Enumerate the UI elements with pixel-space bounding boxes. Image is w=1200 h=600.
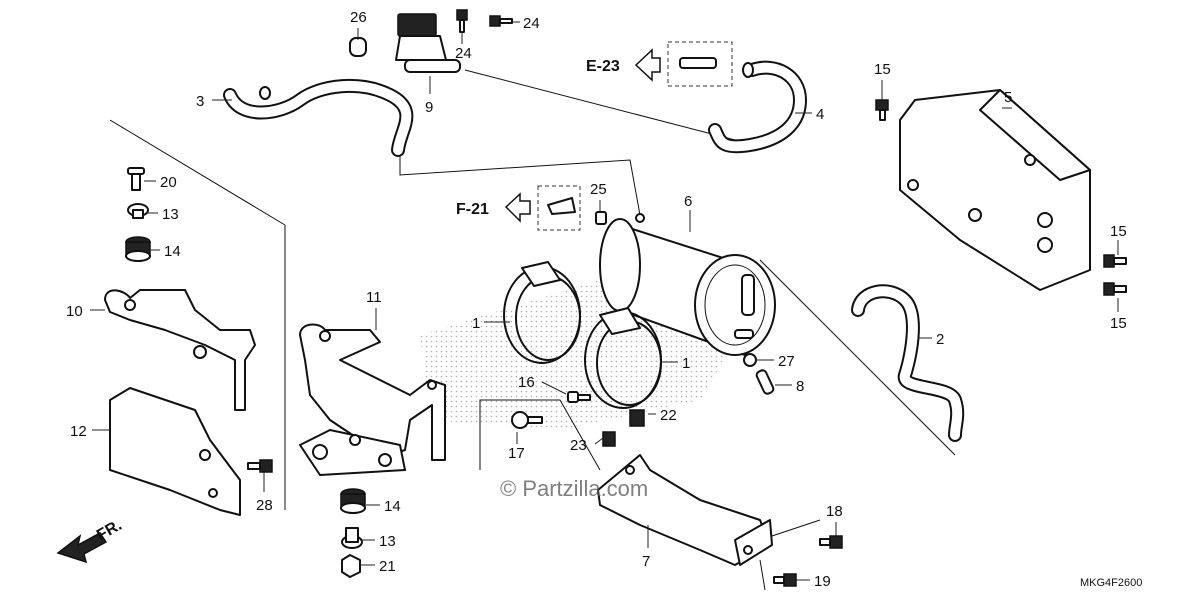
bands-1 xyxy=(503,261,662,409)
bracket-7 xyxy=(597,454,773,566)
callout-20: 20 xyxy=(160,174,177,191)
clip-25 xyxy=(595,211,607,225)
callout-13-bottom: 13 xyxy=(379,533,396,550)
callout-26: 26 xyxy=(350,9,367,26)
callout-25: 25 xyxy=(590,181,607,198)
callout-13-top: 13 xyxy=(162,206,179,223)
callout-4: 4 xyxy=(816,106,824,123)
ref-f21-label: F-21 xyxy=(456,201,489,218)
callout-8: 8 xyxy=(796,378,804,395)
bracket-10 xyxy=(104,289,256,411)
callout-1-a: 1 xyxy=(472,315,480,332)
callout-23: 23 xyxy=(570,437,587,454)
callout-10: 10 xyxy=(66,303,83,320)
callout-15-right-b: 15 xyxy=(1110,315,1127,332)
callout-labels: 26 24 24 3 9 4 15 5 20 13 14 10 12 28 11… xyxy=(66,9,1127,590)
bolts-24 xyxy=(456,9,513,33)
callout-18: 18 xyxy=(826,503,843,520)
callout-11: 11 xyxy=(366,289,382,306)
ref-f21-group xyxy=(504,185,581,231)
callout-2: 2 xyxy=(936,331,944,348)
lower-mount-plate xyxy=(299,429,406,476)
callout-5: 5 xyxy=(1004,89,1012,106)
callout-14-bottom: 14 xyxy=(384,498,401,515)
bolt-28 xyxy=(247,459,273,473)
bolts-18-19 xyxy=(773,535,843,587)
reference-lines xyxy=(109,69,956,591)
guard-12 xyxy=(109,387,241,516)
front-direction-arrow xyxy=(56,532,108,564)
callout-9: 9 xyxy=(425,99,433,116)
callout-22: 22 xyxy=(660,407,677,424)
callout-12: 12 xyxy=(70,423,87,440)
callout-6: 6 xyxy=(684,193,692,210)
hose-4 xyxy=(708,60,808,154)
watermark: © Partzilla.com xyxy=(500,476,648,501)
hose-3 xyxy=(223,78,414,157)
callout-3: 3 xyxy=(196,93,204,110)
canister-cover-5 xyxy=(899,89,1091,291)
leader-lines xyxy=(90,21,1119,581)
callout-27: 27 xyxy=(778,353,795,370)
diagram-code: MKG4F2600 xyxy=(1080,577,1142,589)
callout-7: 7 xyxy=(642,553,650,570)
callout-19: 19 xyxy=(814,573,831,590)
callout-16: 16 xyxy=(518,374,535,391)
small-fasteners-middle xyxy=(511,391,645,447)
canister-6 xyxy=(599,213,776,356)
bolts-15 xyxy=(875,99,1127,296)
callout-15-top: 15 xyxy=(874,61,891,78)
clip-27-fitting-8 xyxy=(743,353,775,395)
lower-mount-hardware xyxy=(340,488,366,578)
hose-2 xyxy=(851,284,965,442)
callout-15-right-a: 15 xyxy=(1110,223,1127,240)
purge-valve-9 xyxy=(349,13,461,73)
callout-21: 21 xyxy=(379,558,396,575)
callout-14-top: 14 xyxy=(164,243,181,260)
callout-24-b: 24 xyxy=(523,15,540,32)
callout-17: 17 xyxy=(508,445,525,462)
left-mount-hardware xyxy=(125,167,151,262)
ref-e23-group xyxy=(634,41,733,87)
callout-24-a: 24 xyxy=(455,45,472,62)
ref-e23-label: E-23 xyxy=(586,58,620,75)
callout-28: 28 xyxy=(256,497,273,514)
callout-1-b: 1 xyxy=(682,355,690,372)
